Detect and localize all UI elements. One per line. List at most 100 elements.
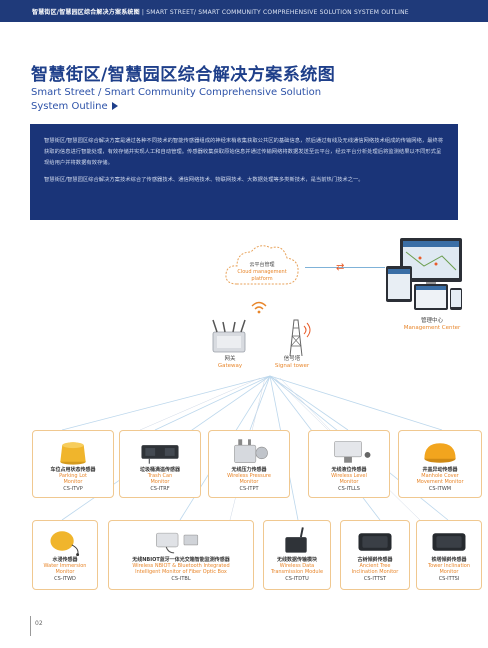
- cloud-management-link: [305, 267, 385, 268]
- card-title-en-1: Parking Lot: [59, 473, 87, 480]
- device-card-parking: 车位占用状态传感器 Parking Lot Monitor CS-ITVP: [32, 430, 114, 498]
- card-title-cn: 无线NBIOT蓝牙一体光交箱智能监测传感器: [132, 557, 230, 563]
- description-paragraph-1: 智慧街区/智慧园区综合解决方案是通过各种不同技术的智能传感器组成的神经末梢收集获…: [44, 138, 444, 166]
- play-arrow-icon: [111, 102, 118, 110]
- card-model-code: CS-ITVP: [63, 485, 83, 492]
- cloud-label-en-1: Cloud management: [237, 269, 287, 275]
- device-card-manhole: 井盖异动传感器 Manhole Cover Movement Monitor C…: [398, 430, 482, 498]
- card-model-code: CS-ITPT: [239, 485, 259, 492]
- pressure-sensor-icon: [234, 439, 268, 463]
- cloud-icon: [225, 245, 299, 285]
- header-title-cn: 智慧街区/智慧园区综合解决方案系统图: [32, 9, 140, 16]
- card-model-code: CS-ITRF: [150, 485, 170, 492]
- cloud-label-en-2: platform: [251, 276, 273, 282]
- card-title-en-2: Monitor: [339, 479, 359, 486]
- card-model-code: CS-ITWD: [54, 575, 76, 582]
- card-title-cn: 垃圾桶满溢传感器: [139, 467, 180, 473]
- card-model-code: CS-ITTST: [363, 575, 387, 582]
- card-title-cn: 铁塔倾斜传感器: [431, 557, 467, 563]
- management-label: 管理中心 Management Center: [392, 318, 472, 332]
- device-card-data-module: 无线数据传输模块 Wireless Data Transmission Modu…: [263, 520, 331, 590]
- card-model-code: CS-ITDTU: [285, 575, 309, 582]
- data-module-icon: [285, 527, 307, 553]
- card-title-en-1: Trash Can: [147, 473, 173, 480]
- page-number-divider: [30, 616, 31, 636]
- page-title-en-line1: Smart Street / Smart Community Comprehen…: [31, 87, 322, 98]
- header-bar: 智慧街区/智慧园区综合解决方案系统图 | SMART STREET/ SMART…: [0, 0, 488, 22]
- page-title-en-line2: System Outline: [31, 101, 108, 112]
- gateway-label-cn: 网关: [224, 356, 236, 362]
- card-title-en-1: Ancient Tree: [359, 563, 391, 570]
- tower-label-en: Signal tower: [274, 363, 310, 369]
- device-card-level: 无线液位传感器 Wireless Level Monitor CS-ITLLS: [308, 430, 390, 498]
- device-card-water: 水浸传感器 Water Immersion Monitor CS-ITWD: [32, 520, 98, 590]
- tower-inclination-sensor-icon: [432, 533, 466, 551]
- card-text: 古树倾斜传感器 Ancient Tree Inclination Monitor…: [343, 557, 407, 582]
- card-title-en-1: Manhole Cover: [421, 473, 459, 480]
- card-title-en-1: Wireless NBIOT & Bluetooth Integrated: [132, 563, 230, 570]
- parking-sensor-icon: [60, 442, 86, 465]
- card-text: 水浸传感器 Water Immersion Monitor CS-ITWD: [35, 557, 95, 582]
- management-label-cn: 管理中心: [420, 318, 443, 324]
- device-card-pressure: 无线压力传感器 Wireless Pressure Monitor CS-ITP…: [208, 430, 290, 498]
- tower-label: 信号塔 Signal tower: [264, 356, 320, 370]
- water-sensor-icon: [50, 531, 80, 557]
- cloud-label-cn: 云平台管理: [249, 262, 275, 268]
- cloud-label: 云平台管理 Cloud management platform: [226, 262, 298, 283]
- card-title-cn: 无线液位传感器: [331, 467, 367, 473]
- card-title-en-2: Transmission Module: [270, 569, 324, 576]
- device-card-fiber-box: 无线NBIOT蓝牙一体光交箱智能监测传感器 Wireless NBIOT & B…: [108, 520, 254, 590]
- device-card-ancient-tree: 古树倾斜传感器 Ancient Tree Inclination Monitor…: [340, 520, 410, 590]
- card-text: 无线数据传输模块 Wireless Data Transmission Modu…: [266, 557, 328, 582]
- card-title-cn: 无线数据传输模块: [276, 557, 317, 563]
- card-title-cn: 古树倾斜传感器: [357, 557, 393, 563]
- trash-can-sensor-icon: [141, 445, 179, 464]
- manhole-sensor-icon: [424, 443, 456, 463]
- card-text: 无线压力传感器 Wireless Pressure Monitor CS-ITP…: [211, 467, 287, 492]
- card-title-en-2: Monitor: [63, 479, 83, 486]
- card-text: 无线NBIOT蓝牙一体光交箱智能监测传感器 Wireless NBIOT & B…: [111, 557, 251, 582]
- card-title-en-1: Wireless Data: [279, 563, 315, 570]
- tower-label-cn: 信号塔: [283, 356, 301, 362]
- device-card-tower-inclination: 铁塔倾斜传感器 Tower Inclination Monitor CS-ITT…: [416, 520, 482, 590]
- card-title-en-2: Monitor: [439, 569, 459, 576]
- card-title-en-2: Inclination Monitor: [351, 569, 399, 576]
- gateway-device-icon: [212, 319, 246, 353]
- page-title-en: Smart Street / Smart Community Comprehen…: [31, 86, 331, 114]
- card-model-code: CS-ITBL: [171, 575, 191, 582]
- card-text: 无线液位传感器 Wireless Level Monitor CS-ITLLS: [311, 467, 387, 492]
- card-title-en-2: Monitor: [55, 569, 75, 576]
- header-separator: |: [141, 9, 147, 16]
- card-title-en-1: Tower Inclination: [427, 563, 471, 570]
- card-title-en-2: Monitor: [239, 479, 259, 486]
- level-sensor-icon: [334, 440, 371, 463]
- card-model-code: CS-ITWM: [428, 485, 452, 492]
- card-model-code: CS-ITTSI: [438, 575, 460, 582]
- card-title-en-1: Wireless Level: [331, 473, 367, 480]
- card-title-en-2: Movement Monitor: [416, 479, 464, 486]
- signal-tower-icon: [289, 319, 311, 357]
- header-text: 智慧街区/智慧园区综合解决方案系统图 | SMART STREET/ SMART…: [32, 7, 409, 16]
- card-model-code: CS-ITLLS: [338, 485, 360, 492]
- card-title-en-1: Wireless Pressure: [227, 473, 271, 480]
- card-text: 铁塔倾斜传感器 Tower Inclination Monitor CS-ITT…: [419, 557, 479, 582]
- card-text: 车位占用状态传感器 Parking Lot Monitor CS-ITVP: [35, 467, 111, 492]
- fiber-box-sensor-icon: [156, 532, 199, 554]
- card-title-cn: 水浸传感器: [52, 557, 78, 563]
- card-title-en-2: Monitor: [150, 479, 170, 486]
- card-text: 井盖异动传感器 Manhole Cover Movement Monitor C…: [401, 467, 479, 492]
- tree-inclination-sensor-icon: [358, 533, 392, 551]
- card-title-cn: 车位占用状态传感器: [50, 467, 96, 473]
- bidirectional-arrow-icon: ⇄: [336, 262, 345, 273]
- page-number: 02: [35, 620, 43, 627]
- gateway-label-en: Gateway: [217, 363, 243, 369]
- management-label-en: Management Center: [403, 325, 461, 331]
- gateway-label: 网关 Gateway: [205, 356, 255, 370]
- card-title-cn: 无线压力传感器: [231, 467, 267, 473]
- header-title-en: SMART STREET/ SMART COMMUNITY COMPREHENS…: [146, 9, 409, 16]
- description-box: 智慧街区/智慧园区综合解决方案是通过各种不同技术的智能传感器组成的神经末梢收集获…: [30, 124, 458, 220]
- card-title-en-1: Water Immersion: [43, 563, 87, 570]
- device-card-trash-can: 垃圾桶满溢传感器 Trash Can Monitor CS-ITRF: [119, 430, 201, 498]
- management-devices-icon: [386, 238, 462, 310]
- card-title-en-2: Intelligent Monitor of Fiber Optic Box: [135, 569, 227, 576]
